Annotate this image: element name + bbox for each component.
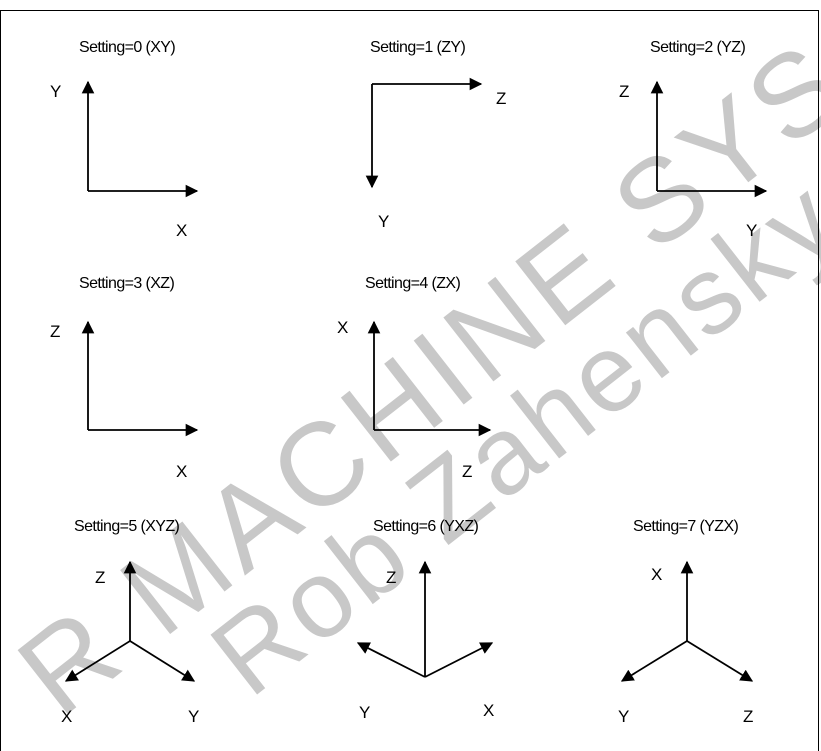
setting-4-vertical-label: X [337, 318, 348, 337]
setting-0-panel: Setting=0 (XY) Y X [50, 39, 199, 240]
setting-2-panel: Setting=2 (YZ) Z Y [619, 39, 768, 240]
setting-2-horizontal-label: Y [746, 221, 757, 240]
setting-4-horizontal-label: Z [462, 462, 472, 481]
setting-2-vertical-label: Z [619, 82, 629, 101]
setting-1-title: Setting=1 (ZY) [370, 39, 465, 56]
diagram-frame [0, 10, 819, 751]
setting-7-left-label: Y [618, 707, 629, 726]
setting-5-left-axis [64, 640, 131, 682]
setting-6-right-axis [424, 642, 494, 678]
setting-6-left-axis [356, 642, 426, 678]
setting-3-vertical-label: Z [50, 322, 60, 341]
setting-6-panel: Setting=6 (YXZ) Z Y X [356, 518, 494, 722]
setting-4-title: Setting=4 (ZX) [365, 275, 460, 292]
setting-5-up-label: Z [95, 568, 105, 587]
setting-5-title: Setting=5 (XYZ) [74, 518, 180, 535]
setting-5-panel: Setting=5 (XYZ) Z X Y [61, 518, 199, 726]
setting-7-left-axis [620, 640, 688, 682]
setting-6-title: Setting=6 (YXZ) [373, 518, 479, 535]
setting-7-title: Setting=7 (YZX) [633, 518, 739, 535]
setting-7-panel: Setting=7 (YZX) X Y Z [618, 518, 753, 726]
setting-3-title: Setting=3 (XZ) [79, 275, 174, 292]
setting-5-right-axis [129, 640, 196, 682]
setting-4-panel: Setting=4 (ZX) X Z [337, 275, 492, 481]
setting-5-right-label: Y [188, 707, 199, 726]
setting-0-title: Setting=0 (XY) [79, 39, 175, 56]
setting-0-vertical-label: Y [50, 82, 61, 101]
setting-7-right-axis [686, 640, 754, 682]
setting-1-panel: Setting=1 (ZY) Z Y [365, 39, 506, 231]
setting-7-up-label: X [651, 565, 662, 584]
setting-6-up-label: Z [386, 568, 396, 587]
setting-7-right-label: Z [743, 707, 753, 726]
setting-2-title: Setting=2 (YZ) [650, 39, 745, 56]
setting-5-left-label: X [61, 707, 72, 726]
setting-3-horizontal-label: X [176, 462, 187, 481]
setting-1-horizontal-label: Z [496, 89, 506, 108]
setting-1-down-label: Y [378, 212, 389, 231]
setting-3-panel: Setting=3 (XZ) Z X [50, 275, 199, 481]
setting-6-left-label: Y [359, 703, 370, 722]
setting-6-right-label: X [483, 701, 494, 720]
setting-0-horizontal-label: X [176, 221, 187, 240]
